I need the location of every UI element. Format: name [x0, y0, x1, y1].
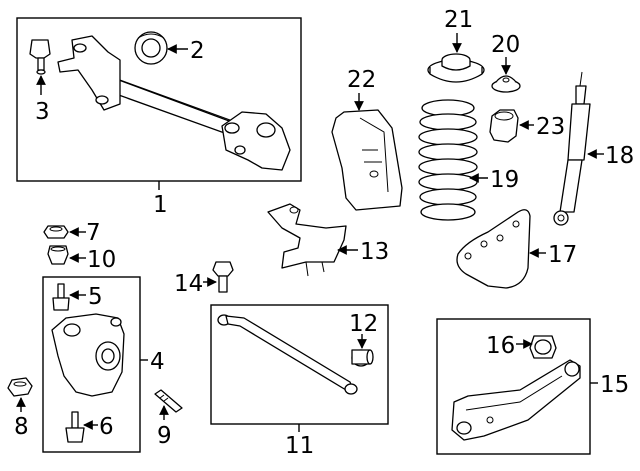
track-bar-bushing[interactable]: [351, 349, 374, 367]
callout-22[interactable]: 22: [347, 67, 376, 93]
radius-arm-group-box: [436, 318, 591, 455]
jounce-bumper[interactable]: [489, 109, 519, 143]
axle-bushing[interactable]: [134, 31, 168, 65]
coil-spring[interactable]: [418, 99, 478, 221]
callout-16[interactable]: 16: [486, 333, 515, 359]
radius-arm-bushing[interactable]: [529, 335, 557, 359]
track-bar-bracket[interactable]: [267, 203, 347, 277]
callout-6[interactable]: 6: [99, 414, 114, 440]
steering-knuckle[interactable]: [51, 313, 125, 397]
callout-5[interactable]: 5: [88, 284, 103, 310]
lower-ball-joint[interactable]: [65, 411, 85, 443]
spring-bracket[interactable]: [331, 109, 403, 211]
callout-15[interactable]: 15: [600, 372, 629, 398]
shock-bracket-plate[interactable]: [456, 209, 531, 289]
callout-20[interactable]: 20: [491, 32, 520, 58]
track-bar[interactable]: [217, 314, 358, 395]
callout-9[interactable]: 9: [157, 423, 172, 449]
upper-ball-joint[interactable]: [52, 283, 70, 311]
callout-14[interactable]: 14: [174, 271, 203, 297]
pin-9[interactable]: [154, 389, 183, 413]
callout-4[interactable]: 4: [150, 349, 165, 375]
callout-7[interactable]: 7: [86, 220, 101, 246]
callout-19[interactable]: 19: [490, 167, 519, 193]
callout-3[interactable]: 3: [35, 99, 50, 125]
nut-8[interactable]: [7, 377, 33, 397]
callout-21[interactable]: 21: [444, 7, 473, 33]
callout-8[interactable]: 8: [14, 414, 29, 440]
callout-12[interactable]: 12: [349, 311, 378, 337]
callout-18[interactable]: 18: [605, 143, 634, 169]
bolt-14[interactable]: [212, 261, 234, 293]
callout-2[interactable]: 2: [190, 38, 205, 64]
callout-13[interactable]: 13: [360, 239, 389, 265]
callout-10[interactable]: 10: [87, 247, 116, 273]
upper-spring-seat[interactable]: [427, 53, 485, 83]
shock-absorber[interactable]: [553, 71, 591, 226]
jounce-cap[interactable]: [491, 75, 521, 93]
axle-stud[interactable]: [29, 39, 51, 75]
callout-1[interactable]: 1: [153, 192, 168, 218]
callout-11[interactable]: 11: [285, 433, 314, 459]
radius-arm[interactable]: [451, 359, 581, 441]
knuckle-group-box: [42, 276, 141, 453]
front-axle-beam[interactable]: [57, 35, 291, 171]
callout-17[interactable]: 17: [548, 242, 577, 268]
nut-7[interactable]: [43, 225, 69, 239]
callout-23[interactable]: 23: [536, 114, 565, 140]
nut-10[interactable]: [47, 245, 69, 265]
